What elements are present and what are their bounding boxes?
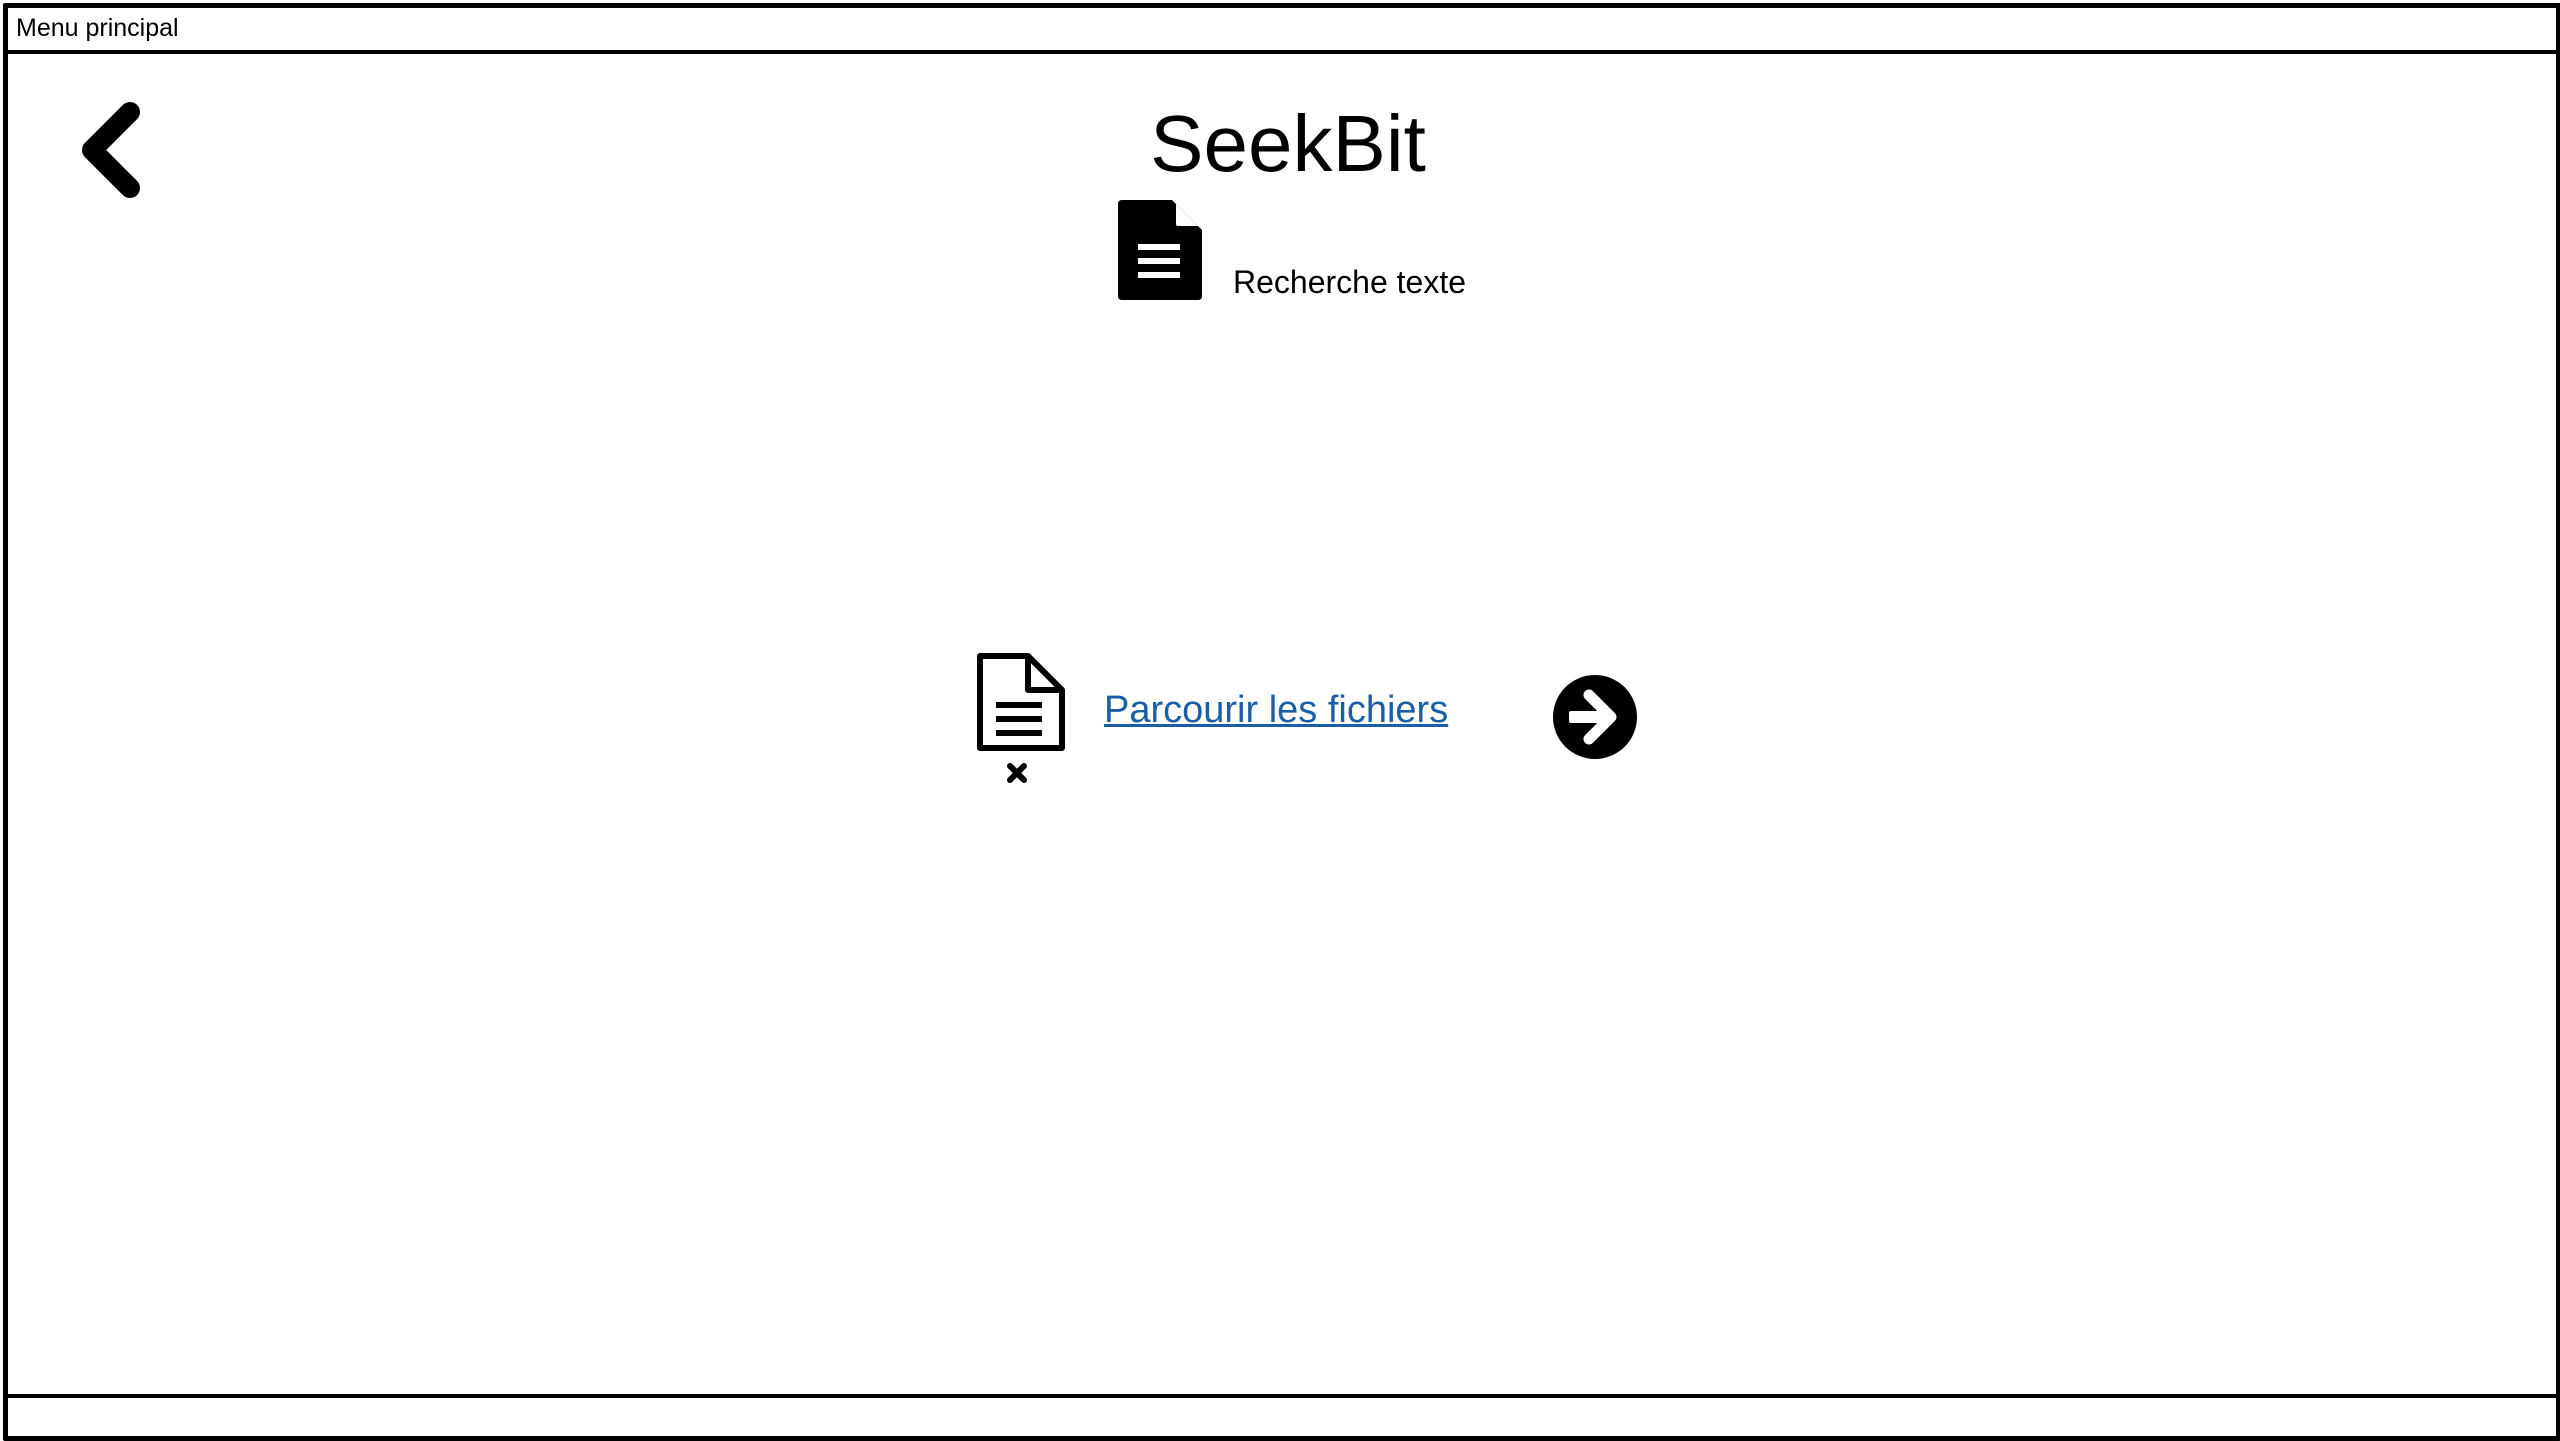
back-button[interactable] [70, 100, 150, 200]
app-title: SeekBit [1150, 99, 1426, 188]
next-button[interactable] [1551, 673, 1639, 761]
mode-label: Recherche texte [1233, 264, 1467, 300]
arrow-right-circle-icon [1553, 675, 1637, 759]
main-window: Menu principal SeekBit Recherche texte P… [3, 3, 2560, 1441]
title-bar: Menu principal [8, 8, 2556, 54]
window-title: Menu principal [16, 14, 179, 42]
browse-files-link[interactable]: Parcourir les fichiers [1104, 689, 1449, 731]
status-bar [8, 1394, 2556, 1436]
document-no-file-icon [974, 652, 1070, 792]
document-icon [1118, 200, 1206, 300]
chevron-left-icon [82, 102, 140, 198]
